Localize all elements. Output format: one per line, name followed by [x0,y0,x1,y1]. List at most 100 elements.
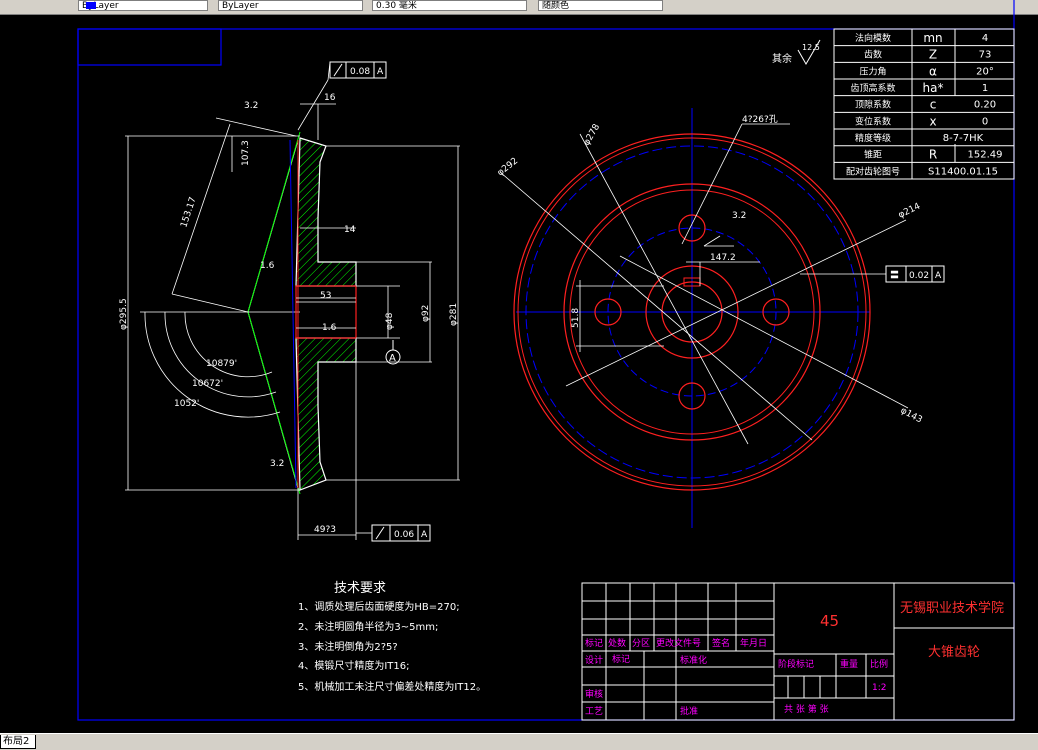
angle-2: 10672' [192,379,223,389]
dim-107: 107.3 [241,140,251,166]
dim-49: 49?3 [314,525,336,535]
section-dim-lines [125,61,460,540]
dim-16: 16 [324,93,336,103]
lineweight-dropdown[interactable]: 0.30 毫米 [372,0,527,11]
roughness-label-4: 3.2 [270,459,284,469]
hub-inner-circle [645,265,739,359]
tb-approve: 批准 [680,705,698,717]
dim-147: 147.2 [710,253,736,263]
param-name: 齿顶高系数 [850,82,895,94]
dim-143: φ143 [899,406,924,426]
param-value: 20° [976,66,994,77]
dim-92: φ92 [421,305,431,322]
tech-req-item: 4、模锻尺寸精度为IT16; [298,659,410,672]
lower-hatch [295,337,357,491]
dim-281: φ281 [449,303,459,326]
dim-53: 53 [320,291,331,301]
tb-standard: 标准化 [680,654,707,666]
drawing-frame [77,0,1015,721]
tb-review: 审核 [585,688,603,700]
hole-right [762,298,790,326]
param-name: 精度等级 [855,132,891,144]
param-value: 152.49 [968,150,1003,161]
color-swatch-icon [86,2,96,9]
tb-scale-label: 比例 [870,658,888,670]
tb-date: 年月日 [740,637,767,649]
title-block: 标记 处数 分区 更改文件号 签名 年月日 设计 标记 标准化 阶段标记 重量 … [581,582,1015,721]
roughness-label-1: 3.2 [244,101,258,111]
tech-req-item: 5、机械加工未注尺寸偏差处精度为IT12。 [298,680,486,693]
dim-295: φ295.5 [119,298,129,330]
param-symbol: mn [923,31,942,45]
tech-req-item: 3、未注明倒角为2?5? [298,640,398,653]
corner-box [77,28,222,66]
hole-top [678,214,706,242]
tech-req-item: 1、调质处理后齿面硬度为HB=270; [298,600,460,613]
upper-hatch [295,137,357,287]
tol-front-ref: A [935,271,942,281]
front-dim-lines [499,123,909,445]
param-symbol: x [929,114,936,128]
param-value: 4 [982,33,988,44]
dim-51: 51.8 [571,308,581,328]
tolerance-frame-front: 〓 0.02 A [885,265,945,283]
tol-front-value: 0.02 [909,271,929,281]
tb-weight: 重量 [840,658,858,670]
tb-count: 处数 [608,637,626,649]
param-symbol: ha* [923,81,944,95]
tb-school: 无锡职业技术学院 [900,600,1004,616]
dim-214: φ214 [897,201,922,220]
color-dropdown[interactable]: ByLayer [78,0,208,11]
roughness-symbol-icon [797,39,821,65]
pitch-line-bottom [247,311,301,495]
surface-note-value: 12.5 [802,43,820,52]
param-name: 压力角 [859,65,886,77]
hole-bottom [678,382,706,410]
linetype-dropdown[interactable]: ByLayer [218,0,363,11]
tech-req-item: 2、未注明圆角半径为3~5mm; [298,620,438,633]
param-symbol: R [929,148,937,162]
tb-mark: 标记 [585,637,603,649]
roughness-label-2: 1.6 [260,261,275,271]
tb-stage: 阶段标记 [778,658,814,670]
tech-req-title: 技术要求 [334,581,386,596]
plotstyle-dropdown[interactable]: 随颜色 [538,0,663,11]
outer-circle [513,133,871,491]
tb-design-sign: 标记 [612,653,630,665]
param-value: 1 [982,83,988,94]
tb-material: 45 [820,612,839,630]
param-name: 锥距 [864,149,882,161]
surface-note-label: 其余 [772,52,792,65]
linetype-value: ByLayer [222,1,259,11]
runout-icon-2 [375,526,385,540]
tb-scale: 1:2 [872,683,886,693]
roughness-label-3: 1.6 [322,323,337,333]
hub-outer-circle [563,183,821,441]
param-value: 0 [982,116,988,127]
bore-circle [661,281,723,343]
tol-top-value: 0.08 [350,67,370,77]
param-symbol: α [929,64,937,78]
tolerance-frame-bottom: 0.06 A [371,524,431,542]
hub-circle-2 [569,189,815,435]
hole-left [594,298,622,326]
tb-design: 设计 [585,654,603,666]
angle-1: 10879' [206,359,237,369]
param-symbol: Z [929,48,937,62]
dim-14: 14 [344,225,356,235]
tol-top-ref: A [377,67,384,77]
tb-process: 工艺 [585,706,603,717]
bore-outline [295,285,357,339]
tb-zone: 分区 [632,638,650,649]
pitch-line-top [247,131,301,313]
tol-bottom-value: 0.06 [394,530,414,540]
param-name: 齿数 [864,49,882,61]
tol-bottom-ref: A [421,530,428,540]
layout-tab[interactable]: 布局2 [0,735,37,749]
param-name: 法向模数 [855,32,891,44]
datum-letter: A [389,353,396,364]
status-bar [0,733,1038,750]
param-value: 0.20 [974,100,996,111]
